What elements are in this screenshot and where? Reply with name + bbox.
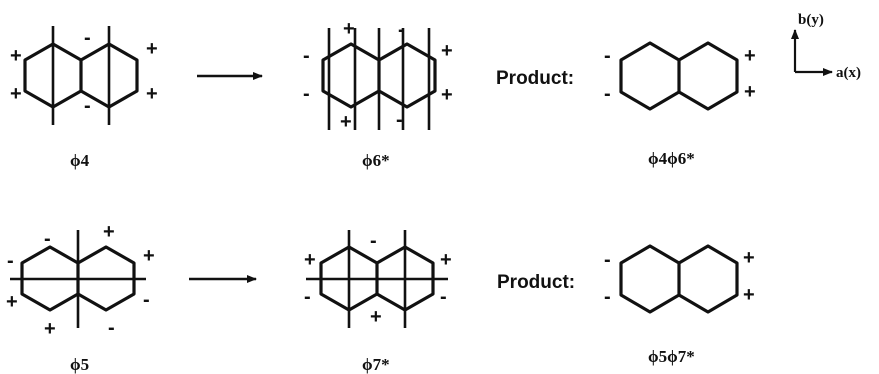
phase-sign: + bbox=[146, 83, 158, 105]
phase-sign: - bbox=[84, 27, 91, 49]
phase-sign: - bbox=[303, 45, 310, 67]
naphthalene-rings bbox=[619, 244, 739, 314]
orbital-label: ϕ5ϕ7* bbox=[648, 347, 695, 366]
phase-sign: - bbox=[84, 95, 91, 117]
phi4-orbital: + + - - + + ϕ4 bbox=[10, 26, 158, 170]
phase-sign: + bbox=[743, 247, 755, 269]
phase-sign: - bbox=[143, 289, 150, 311]
phase-sign: - bbox=[44, 228, 51, 250]
phi7-star-orbital: + - - + + - ϕ7* bbox=[304, 230, 452, 374]
phase-sign: + bbox=[103, 221, 115, 243]
phase-sign: - bbox=[7, 250, 14, 272]
orbital-label: ϕ6* bbox=[362, 151, 390, 170]
orbital-label: ϕ7* bbox=[362, 355, 390, 374]
phase-sign: - bbox=[303, 83, 310, 105]
phase-sign: - bbox=[440, 286, 447, 308]
axes-indicator: b(y) a(x) bbox=[791, 12, 861, 81]
naphthalene-rings bbox=[619, 41, 739, 111]
phase-sign: + bbox=[744, 81, 756, 103]
phase-sign: + bbox=[340, 111, 352, 133]
phi6-star-orbital: - - + + - - + + ϕ6* bbox=[303, 18, 453, 170]
phase-sign: - bbox=[604, 45, 611, 67]
phase-sign: + bbox=[743, 284, 755, 306]
phase-sign: + bbox=[44, 318, 56, 340]
product-phi5-phi7-star: - - + + ϕ5ϕ7* bbox=[604, 244, 755, 366]
product-label: Product: bbox=[497, 272, 575, 293]
phase-sign: + bbox=[441, 84, 453, 106]
orbital-label: ϕ4 bbox=[70, 151, 90, 170]
phase-sign: - bbox=[398, 19, 405, 41]
phase-sign: + bbox=[441, 40, 453, 62]
y-axis-label: b(y) bbox=[798, 12, 824, 28]
phase-sign: - bbox=[604, 286, 611, 308]
phase-sign: - bbox=[370, 230, 377, 252]
naphthalene-rings bbox=[23, 42, 139, 109]
phase-sign: + bbox=[10, 83, 22, 105]
phase-sign: - bbox=[604, 83, 611, 105]
phase-sign: + bbox=[143, 245, 155, 267]
product-label: Product: bbox=[496, 68, 574, 89]
orbital-label: ϕ4ϕ6* bbox=[648, 149, 695, 168]
phase-sign: + bbox=[10, 45, 22, 67]
phase-sign: + bbox=[343, 18, 355, 40]
phase-sign: + bbox=[370, 306, 382, 328]
phase-sign: - bbox=[604, 249, 611, 271]
phi5-orbital: - + - + + - + - ϕ5 bbox=[6, 221, 155, 374]
phase-sign: - bbox=[108, 317, 115, 339]
product-phi4-phi6-star: - - + + ϕ4ϕ6* bbox=[604, 41, 756, 168]
phase-sign: + bbox=[304, 249, 316, 271]
phase-sign: + bbox=[440, 249, 452, 271]
orbital-label: ϕ5 bbox=[70, 355, 89, 374]
phase-sign: - bbox=[396, 109, 403, 131]
phase-sign: + bbox=[6, 291, 18, 313]
phase-sign: + bbox=[744, 45, 756, 67]
phase-sign: + bbox=[146, 38, 158, 60]
x-axis-label: a(x) bbox=[836, 65, 861, 81]
phase-sign: - bbox=[304, 286, 311, 308]
